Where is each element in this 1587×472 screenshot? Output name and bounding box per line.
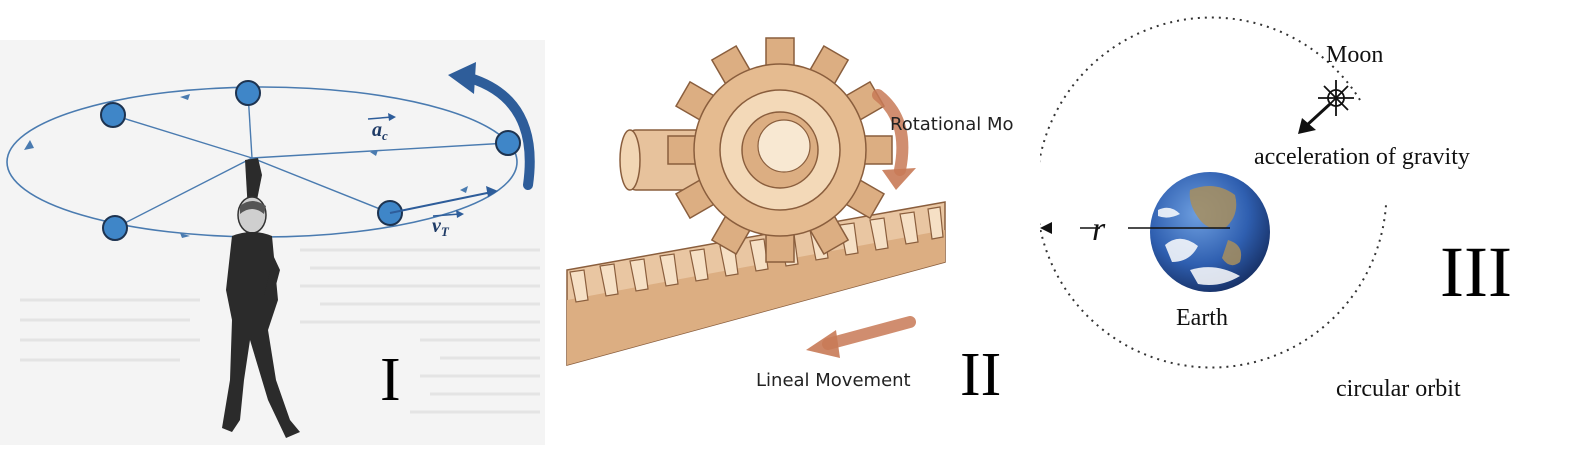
velocity-label-arrowhead	[456, 210, 464, 218]
acceleration-label-arrow	[367, 116, 393, 120]
pinion-gear	[667, 37, 893, 263]
centripetal-acceleration-label: ac	[372, 119, 388, 143]
acceleration-label-arrowhead	[388, 113, 396, 121]
ball	[495, 130, 521, 156]
linear-motion-label: Lineal Movement	[756, 370, 911, 391]
linear-arrow-head	[806, 330, 840, 358]
earth-label: Earth	[1176, 305, 1228, 331]
gravity-arrow-head	[1298, 118, 1316, 134]
faint-text-lines	[20, 248, 540, 414]
panel-numeral-II: II	[960, 341, 1001, 409]
linear-motion-arrow	[822, 316, 916, 350]
rack-pinion-illustration: Rotational Mo Lineal Movement II	[566, 37, 1014, 409]
ball	[235, 80, 261, 106]
rotational-motion-label: Rotational Mo	[890, 114, 1014, 135]
ball	[102, 215, 128, 241]
shaft-end	[619, 129, 641, 191]
orbit-direction-marks	[24, 94, 468, 238]
panel-circular-motion: ac vT I	[0, 0, 560, 472]
moon-body	[1318, 80, 1354, 116]
rotation-arrow	[872, 89, 909, 176]
tangential-velocity-vector	[389, 191, 493, 214]
panel-rack-and-pinion: Rotational Mo Lineal Movement II	[560, 0, 1040, 472]
acceleration-of-gravity-label: acceleration of gravity	[1254, 144, 1470, 170]
panel-numeral-I: I	[380, 346, 401, 414]
person-figure	[222, 158, 300, 438]
panel-orbit: r Moon acceleration of gravity Earth cir…	[1040, 0, 1587, 472]
velocity-label-arrow	[432, 213, 461, 217]
radius-arrow-head	[1040, 222, 1052, 234]
earth-clouds	[1158, 207, 1240, 285]
rotation-arrow-head	[448, 62, 476, 94]
panel-numeral-III: III	[1440, 232, 1512, 312]
orbit-illustration: r Moon acceleration of gravity Earth cir…	[1040, 16, 1512, 402]
tangential-velocity-label: vT	[432, 215, 450, 239]
moon-label: Moon	[1326, 42, 1383, 68]
rack-front-face	[567, 230, 945, 365]
ball	[100, 102, 126, 128]
rotation-direction-arrow	[465, 73, 535, 190]
earth-landmass	[1189, 186, 1242, 266]
circular-orbit-label: circular orbit	[1336, 376, 1461, 402]
velocity-arrow-head	[486, 186, 498, 197]
circular-motion-illustration: ac vT I	[0, 40, 545, 445]
radius-label: r	[1092, 211, 1106, 248]
gravity-acceleration-arrow	[1304, 102, 1332, 128]
rotation-arrow-head	[882, 168, 916, 190]
